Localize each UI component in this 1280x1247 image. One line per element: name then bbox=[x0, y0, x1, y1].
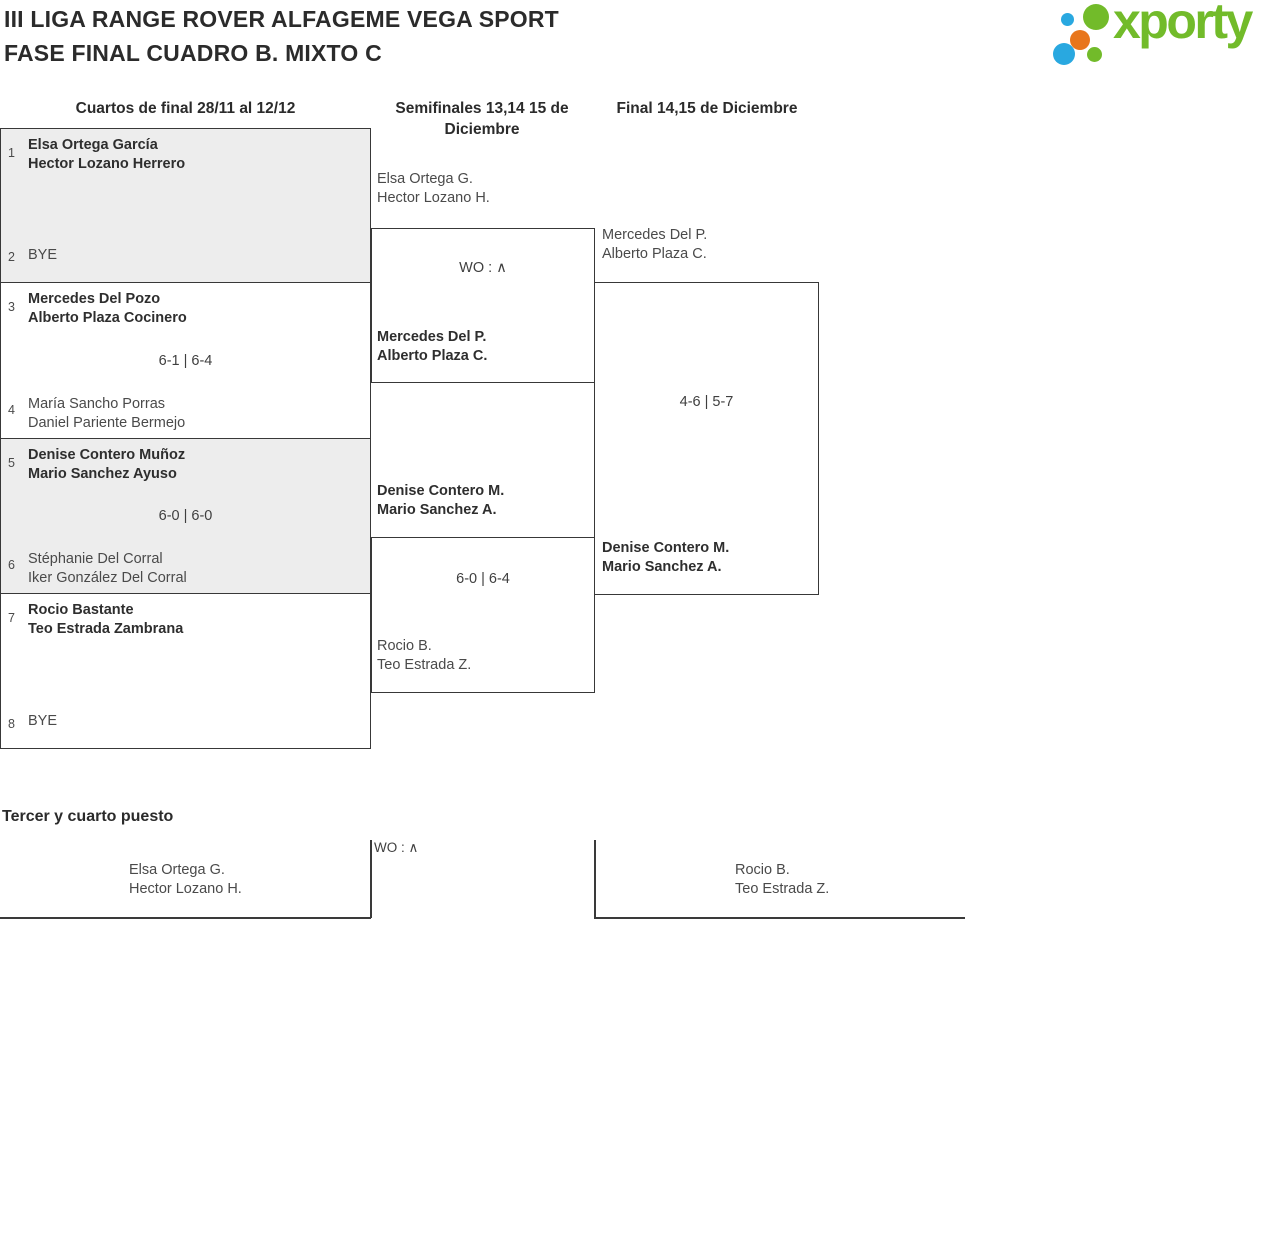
player-name: Teo Estrada Zambrana bbox=[28, 620, 184, 637]
team-name: Mercedes Del Pozo Alberto Plaza Cocinero bbox=[28, 290, 187, 327]
team-name: Rocio Bastante Teo Estrada Zambrana bbox=[28, 601, 183, 638]
logo-dot-icon bbox=[1087, 47, 1102, 62]
logo-dot-icon bbox=[1053, 43, 1075, 65]
seed-number: 7 bbox=[8, 611, 15, 625]
player-name: Alberto Plaza C. bbox=[377, 347, 488, 364]
round-header-quarterfinals: Cuartos de final 28/11 al 12/12 bbox=[75, 100, 296, 117]
bracket-line bbox=[0, 917, 371, 919]
bracket-line bbox=[370, 840, 372, 918]
seed-number: 1 bbox=[8, 146, 15, 160]
third-place-left-team: Elsa Ortega G. Hector Lozano H. bbox=[129, 861, 242, 898]
player-name: Alberto Plaza C. bbox=[602, 245, 707, 262]
match-quarterfinal-1: 1 Elsa Ortega García Hector Lozano Herre… bbox=[1, 129, 370, 283]
player-name: Rocio B. bbox=[735, 862, 790, 878]
logo-dot-icon bbox=[1070, 30, 1090, 50]
seed-number: 8 bbox=[8, 716, 15, 731]
bracket-line bbox=[594, 840, 596, 918]
match-score: WO : ∧ bbox=[459, 260, 507, 276]
team-name: BYE bbox=[28, 246, 57, 265]
player-name: Rocio B. bbox=[377, 638, 432, 654]
seed-number: 5 bbox=[8, 456, 15, 470]
player-name: Hector Lozano Herrero bbox=[28, 155, 186, 172]
third-place-heading: Tercer y cuarto puesto bbox=[2, 808, 174, 825]
team-name: María Sancho Porras Daniel Pariente Berm… bbox=[28, 395, 185, 432]
team-name: Elsa Ortega García Hector Lozano Herrero bbox=[28, 136, 185, 173]
seed-number: 6 bbox=[8, 558, 15, 572]
match-final: 4-6 | 5-7 Denise Contero M. Mario Sanche… bbox=[594, 282, 819, 595]
player-name: Teo Estrada Z. bbox=[377, 656, 472, 673]
semifinal-2-bottom-team: Rocio B. Teo Estrada Z. bbox=[377, 637, 471, 674]
player-name: BYE bbox=[28, 713, 58, 729]
third-place-right-team: Rocio B. Teo Estrada Z. bbox=[735, 861, 829, 898]
seed-number: 3 bbox=[8, 300, 15, 314]
match-semifinal-1: WO : ∧ Mercedes Del P. Alberto Plaza C. bbox=[371, 228, 595, 383]
match-score: 6-0 | 6-0 bbox=[158, 508, 213, 524]
player-name: Teo Estrada Z. bbox=[735, 880, 830, 897]
semifinal-1-winner-team: Mercedes Del P. Alberto Plaza C. bbox=[377, 328, 487, 365]
match-score: 6-1 | 6-4 bbox=[158, 352, 213, 369]
logo-dot-icon bbox=[1061, 13, 1074, 26]
round-header-semifinals: Semifinales 13,14 15 de Diciembre bbox=[395, 100, 569, 138]
player-name: Alberto Plaza Cocinero bbox=[28, 309, 187, 326]
quarterfinals-column: 1 Elsa Ortega García Hector Lozano Herre… bbox=[0, 128, 371, 749]
player-name: María Sancho Porras bbox=[28, 396, 166, 412]
player-name: Iker González Del Corral bbox=[28, 569, 187, 586]
title-line-2: FASE FINAL CUADRO B. MIXTO C bbox=[4, 40, 382, 66]
page-title: III LIGA RANGE ROVER ALFAGEME VEGA SPORT… bbox=[4, 2, 559, 70]
player-name: Rocio Bastante bbox=[28, 602, 134, 618]
title-line-1: III LIGA RANGE ROVER ALFAGEME VEGA SPORT bbox=[4, 6, 559, 32]
final-top-team: Mercedes Del P. Alberto Plaza C. bbox=[602, 226, 707, 263]
seed-number: 2 bbox=[8, 250, 15, 264]
player-name: Hector Lozano H. bbox=[129, 880, 242, 897]
seed-number: 4 bbox=[8, 403, 15, 417]
match-semifinal-2: 6-0 | 6-4 Rocio B. Teo Estrada Z. bbox=[371, 537, 595, 693]
team-name: Stéphanie Del Corral Iker González Del C… bbox=[28, 550, 187, 587]
champion-team: Denise Contero M. Mario Sanchez A. bbox=[602, 539, 729, 576]
player-name: Daniel Pariente Bermejo bbox=[28, 414, 186, 431]
player-name: Mario Sanchez A. bbox=[377, 501, 497, 518]
semifinal-1-top-team: Elsa Ortega G. Hector Lozano H. bbox=[377, 170, 490, 207]
semifinal-2-top-team: Denise Contero M. Mario Sanchez A. bbox=[377, 482, 504, 519]
team-name: BYE bbox=[28, 712, 57, 731]
player-name: Stéphanie Del Corral bbox=[28, 551, 163, 567]
logo-wordmark: xporty bbox=[1113, 0, 1253, 49]
match-quarterfinal-3: 5 Denise Contero Muñoz Mario Sanchez Ayu… bbox=[1, 439, 370, 594]
player-name: Mario Sanchez A. bbox=[602, 558, 722, 575]
player-name: Denise Contero M. bbox=[602, 540, 730, 556]
team-name: Denise Contero Muñoz Mario Sanchez Ayuso bbox=[28, 446, 185, 483]
match-quarterfinal-2: 3 Mercedes Del Pozo Alberto Plaza Cocine… bbox=[1, 283, 370, 439]
logo-dot-icon bbox=[1083, 4, 1109, 30]
player-name: Denise Contero M. bbox=[377, 483, 505, 499]
player-name: Mercedes Del Pozo bbox=[28, 291, 161, 307]
match-quarterfinal-4: 7 Rocio Bastante Teo Estrada Zambrana 8 … bbox=[1, 594, 370, 749]
match-score: 6-0 | 6-4 bbox=[456, 571, 510, 587]
player-name: Elsa Ortega G. bbox=[377, 171, 473, 187]
player-name: Elsa Ortega G. bbox=[129, 862, 225, 878]
player-name: Hector Lozano H. bbox=[377, 189, 490, 206]
third-place-score: WO : ∧ bbox=[374, 840, 419, 855]
bracket-line bbox=[594, 917, 965, 919]
player-name: Elsa Ortega García bbox=[28, 137, 158, 153]
match-score: 4-6 | 5-7 bbox=[679, 394, 734, 410]
player-name: Mario Sanchez Ayuso bbox=[28, 465, 177, 482]
player-name: Mercedes Del P. bbox=[377, 329, 487, 345]
player-name: Denise Contero Muñoz bbox=[28, 447, 186, 463]
player-name: Mercedes Del P. bbox=[602, 227, 708, 243]
round-header-final: Final 14,15 de Diciembre bbox=[616, 100, 798, 117]
xporty-logo[interactable]: xporty bbox=[1045, 0, 1280, 72]
player-name: BYE bbox=[28, 246, 58, 263]
